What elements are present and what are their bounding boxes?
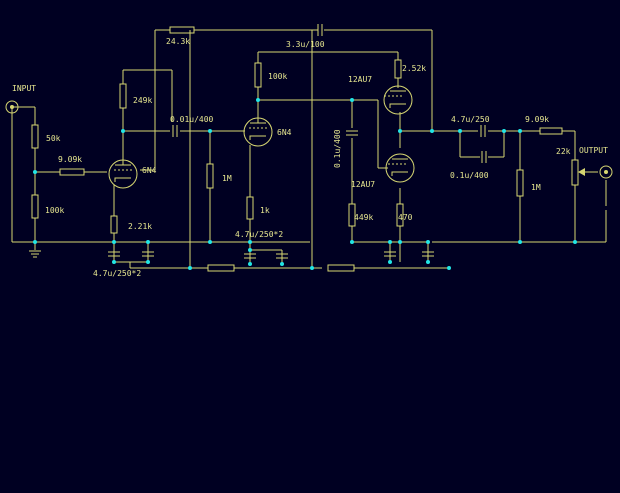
resistor-bus-2 [327,264,355,272]
resistor-100k-input [31,194,39,219]
label-r-449k: 449k [354,213,373,222]
label-r-100k-in: 100k [45,206,64,215]
resistor-50k [31,124,39,149]
label-tube-6n4-1: 6N4 [142,166,157,175]
resistor-bus-1 [207,264,235,272]
label-c-47-250: 4.7u/250 [451,115,490,124]
resistor-470 [396,203,404,227]
label-input: INPUT [12,84,36,93]
label-r-909k-out: 9.09k [525,115,549,124]
labels: INPUT OUTPUT 50k 9.09k 100k 249k 2.21k 4… [12,37,608,278]
resistor-909k-output [539,127,563,135]
label-r-100k-2: 100k [268,72,287,81]
label-r-1m-1: 1M [222,174,232,183]
resistor-1m-output [516,169,524,197]
label-r-470: 470 [398,213,413,222]
label-cap-47-250-x2-a: 4.7u/250*2 [93,269,141,278]
resistor-449k [348,203,356,227]
label-pot-22k: 22k [556,147,571,156]
input-jack [5,100,19,114]
potentiometer-22k [571,159,579,186]
label-r-221k: 2.21k [128,222,152,231]
resistors [31,26,585,272]
resistor-243k [169,26,195,34]
label-r-252k: 2.52k [402,64,426,73]
resistor-249k [119,83,127,109]
label-r-249k: 249k [133,96,152,105]
resistor-1m-stage2 [206,163,214,189]
label-tube-12au7-top: 12AU7 [348,75,372,84]
label-r-1k: 1k [260,206,270,215]
label-tube-6n4-2: 6N4 [277,128,292,137]
wires [11,29,607,269]
tube-12au7-top [383,85,413,115]
resistor-909k-input [59,168,85,176]
label-c-01-400: 0.1u/400 [450,171,489,180]
tube-12au7-bottom [385,153,415,183]
resistor-252k [394,59,402,79]
capacitors [108,24,487,259]
output-jack [599,165,613,179]
resistor-100k-plate [254,62,262,88]
tube-6n4-stage2 [243,117,273,147]
label-r-243k: 24.3k [166,37,190,46]
label-c-33-100: 3.3u/100 [286,40,325,49]
junction-dots [33,98,577,270]
resistor-1k [246,196,254,220]
label-r-1m-2: 1M [531,183,541,192]
resistor-221k [110,215,118,234]
label-c-001-400: 0.01u/400 [170,115,214,124]
label-r-909k-in: 9.09k [58,155,82,164]
label-r-50k: 50k [46,134,61,143]
label-tube-12au7-bot: 12AU7 [351,180,375,189]
tube-6n4-stage1 [108,159,138,189]
label-cap-47-250-x2-b: 4.7u/250*2 [235,230,283,239]
label-output: OUTPUT [579,146,608,155]
label-c-01-400-v: 0.1u/400 [333,129,342,168]
